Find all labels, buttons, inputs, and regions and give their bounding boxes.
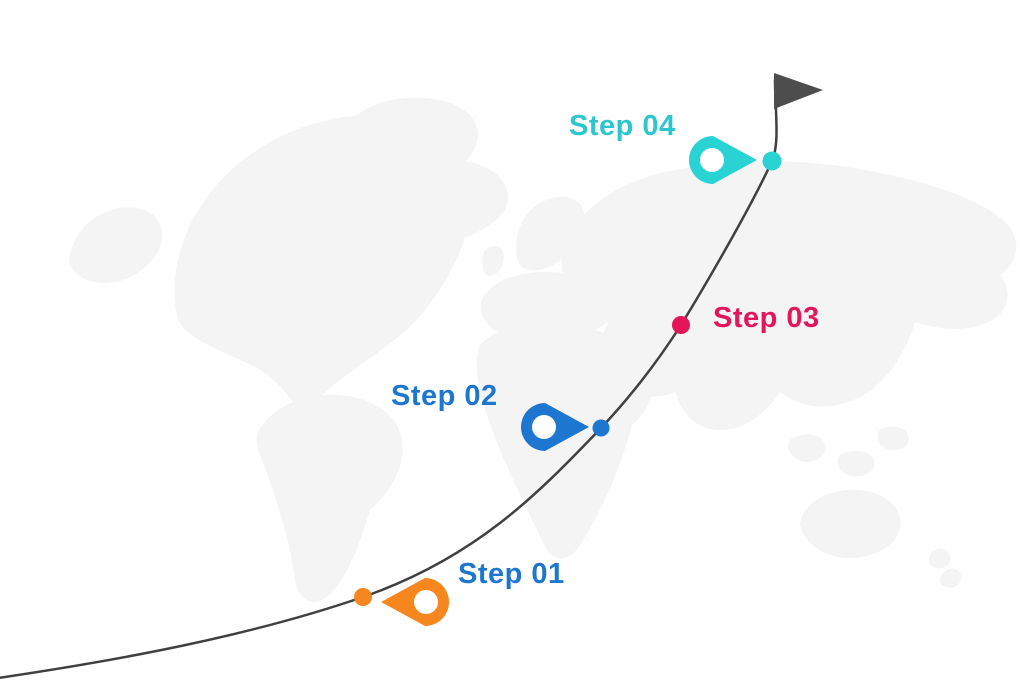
finish-flag-icon — [774, 73, 823, 109]
step-03-label: Step 03 — [713, 302, 820, 334]
step-02-pin-icon — [521, 403, 589, 451]
step-04-node — [762, 151, 782, 171]
journey-curve — [0, 78, 778, 679]
step-04-pin-icon — [689, 136, 757, 184]
step-01-node — [354, 588, 372, 606]
step-03-node — [672, 316, 690, 334]
step-02-node — [592, 419, 610, 437]
step-01-pin-icon — [381, 578, 449, 626]
world-map-silhouette — [69, 97, 1017, 603]
step-02-label: Step 02 — [391, 380, 498, 412]
step-04-label: Step 04 — [569, 110, 676, 142]
step-01-label: Step 01 — [458, 558, 565, 590]
